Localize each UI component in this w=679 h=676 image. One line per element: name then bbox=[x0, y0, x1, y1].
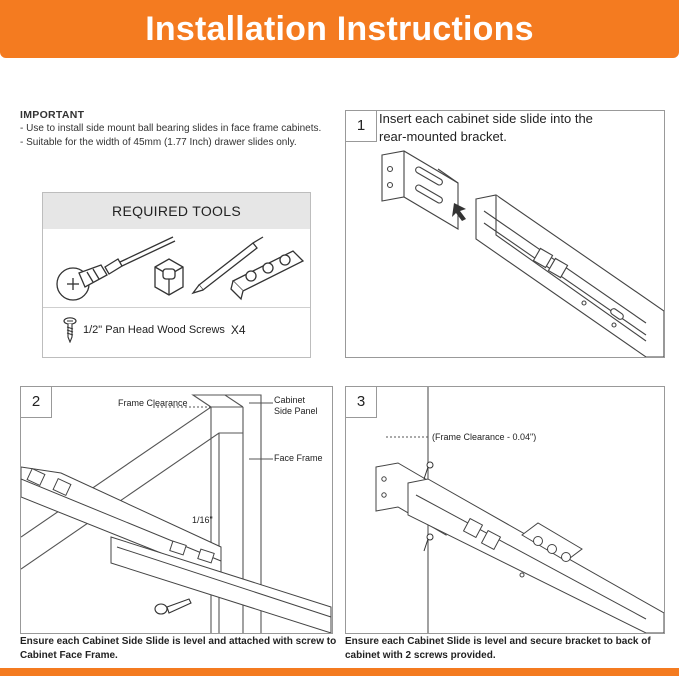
frame-clearance-label: Frame Clearance bbox=[118, 398, 188, 408]
footer-bar bbox=[0, 668, 679, 676]
step-1-text: Insert each cabinet side slide into the … bbox=[379, 111, 593, 144]
step-3-number: 3 bbox=[346, 387, 377, 418]
tools-illustration bbox=[56, 236, 305, 301]
bracket-icon bbox=[521, 522, 583, 562]
step-3-caption: Ensure each Cabinet Slide is level and s… bbox=[345, 636, 651, 661]
screws-line: 1/2" Pan Head Wood Screws X4 bbox=[63, 315, 246, 345]
header-banner bbox=[0, 0, 679, 58]
screw-icon bbox=[423, 461, 434, 552]
side-slide bbox=[21, 466, 332, 633]
step-1-illustration bbox=[381, 150, 664, 357]
step-3-panel: 3 bbox=[345, 386, 665, 634]
step-2-illustration bbox=[21, 394, 332, 633]
screw-icon bbox=[63, 317, 77, 343]
screws-quantity: X4 bbox=[230, 323, 246, 337]
pencil-icon bbox=[191, 236, 264, 295]
required-tools-title: REQUIRED TOOLS bbox=[43, 193, 310, 229]
screw-icon bbox=[154, 598, 192, 615]
step-1-number: 1 bbox=[346, 111, 377, 142]
tools-divider bbox=[43, 307, 310, 308]
important-line: - Suitable for the width of 45mm (1.77 I… bbox=[20, 137, 297, 148]
important-notes: IMPORTANT - Use to install side mount ba… bbox=[20, 108, 340, 150]
screws-label: 1/2" Pan Head Wood Screws bbox=[83, 324, 225, 336]
important-line: - Use to install side mount ball bearing… bbox=[20, 123, 322, 134]
step-1-panel: 1 bbox=[345, 110, 665, 358]
drawer-slide bbox=[407, 478, 664, 633]
step-3-illustration bbox=[375, 387, 664, 633]
gap-label: 1/16" bbox=[192, 515, 213, 525]
face-frame-label: Face Frame bbox=[274, 453, 323, 463]
nut-icon bbox=[154, 258, 184, 296]
cabinet-side-panel-label: Cabinet Side Panel bbox=[274, 395, 318, 416]
bracket-icon bbox=[230, 250, 305, 301]
drawer-slide bbox=[475, 194, 664, 357]
rear-bracket bbox=[381, 150, 459, 230]
important-title: IMPORTANT bbox=[20, 109, 85, 121]
step-2-panel: 2 bbox=[20, 386, 333, 634]
required-tools-box: REQUIRED TOOLS bbox=[42, 192, 311, 358]
frame-clearance-note: (Frame Clearance - 0.04") bbox=[432, 432, 537, 442]
page-title: Installation Instructions bbox=[145, 10, 534, 48]
screwdriver-icon bbox=[56, 236, 176, 301]
step-2-number: 2 bbox=[21, 387, 52, 418]
insert-arrow bbox=[452, 203, 466, 221]
step-2-caption: Ensure each Cabinet Side Slide is level … bbox=[20, 636, 337, 661]
